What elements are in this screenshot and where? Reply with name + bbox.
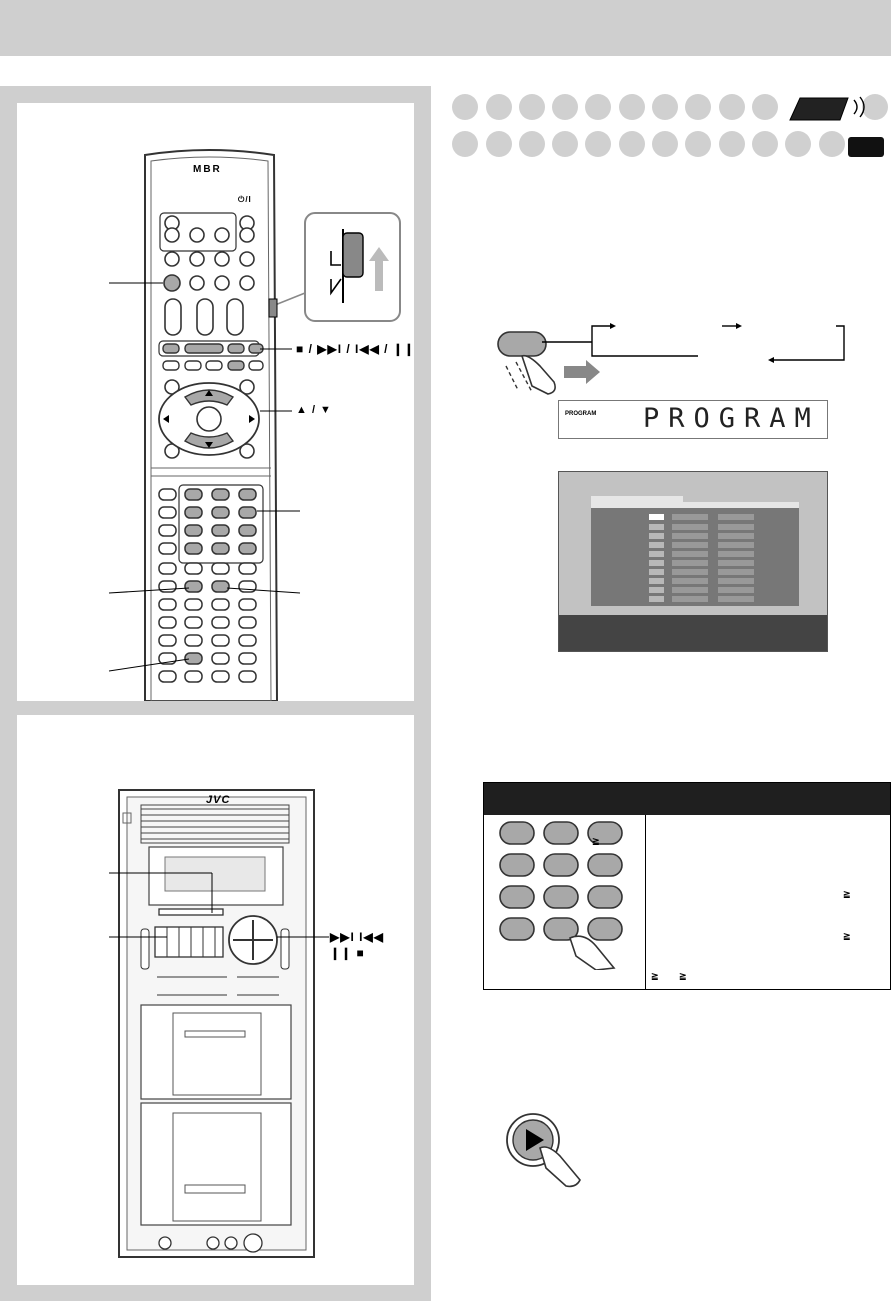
ge-note-1: ≧: [843, 889, 852, 899]
header-band: [0, 0, 891, 56]
standby-glyph: ⏻/I: [238, 195, 252, 204]
heading-dots: [452, 94, 888, 157]
screen-tab: [591, 496, 683, 508]
remote-brand-logo: MBR: [193, 164, 222, 175]
number-keypad: [499, 821, 623, 970]
table-divider: [645, 815, 646, 989]
cursor-glyphs-remote: ▲ / ▼: [296, 404, 332, 416]
ge-note-2: ≧: [843, 931, 852, 941]
screen-table-rows: [649, 514, 754, 602]
ge-note-3: ≧: [651, 971, 660, 981]
number-keys-table: [483, 782, 891, 990]
display-program-indicator: PROGRAM: [565, 411, 597, 417]
program-display: PROGRAM PROGRAM: [558, 400, 828, 439]
key-ge-glyph: ≧: [592, 836, 601, 846]
pause-stop-glyphs-unit: ❙❙ ■: [330, 946, 365, 960]
screen-tab-strip: [683, 502, 799, 508]
program-button-illustration: [497, 323, 845, 395]
transport-glyphs-remote: ■ / ▶▶I / I◀◀ / ❙❙: [296, 342, 415, 356]
skip-glyphs-unit: ▶▶I I◀◀: [330, 930, 384, 944]
play-button-illustration: [506, 1113, 581, 1188]
screen-status-bar: [559, 615, 827, 651]
table-header: [484, 783, 890, 815]
display-segment-text: PROGRAM: [643, 403, 820, 434]
unit-brand-logo: JVC: [206, 794, 231, 806]
unit-illustration: [109, 789, 329, 1258]
on-screen-program-screen: [558, 471, 828, 652]
remote-illustration: [108, 149, 401, 701]
ge-note-4: ≧: [679, 971, 688, 981]
